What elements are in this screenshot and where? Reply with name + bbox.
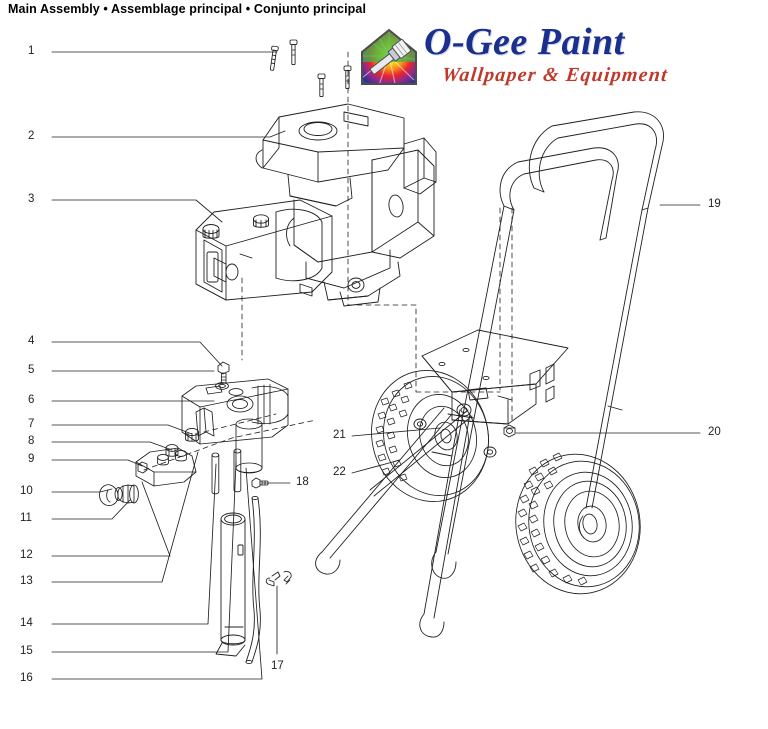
part-15-suction-tube [215, 512, 246, 657]
parts-12-14-pins [211, 448, 242, 495]
parts-4-9-manifold [135, 361, 289, 487]
part-18-bolt [251, 477, 269, 489]
callout-12[interactable]: 12 [20, 549, 33, 561]
callout-15[interactable]: 15 [20, 645, 33, 657]
part-20-lock-nut [503, 424, 516, 438]
callout-18[interactable]: 18 [296, 476, 309, 488]
leader-lines-right [261, 204, 701, 655]
callout-11[interactable]: 11 [20, 512, 32, 524]
callout-8[interactable]: 8 [28, 435, 35, 447]
company-logo: O-Gee Paint Wallpaper & Equipment [358, 22, 678, 100]
callout-9[interactable]: 9 [28, 453, 35, 465]
part-2-engine [255, 103, 437, 307]
logo-company-name: O-Gee Paint [424, 21, 625, 63]
callout-6[interactable]: 6 [28, 394, 35, 406]
callout-7[interactable]: 7 [28, 418, 35, 430]
leader-lines-left [51, 51, 286, 680]
callout-20[interactable]: 20 [708, 426, 721, 438]
front-wheel [515, 452, 641, 595]
callout-19[interactable]: 19 [708, 198, 721, 210]
part-1-bolts [269, 39, 352, 98]
callout-5[interactable]: 5 [28, 364, 35, 376]
callout-22[interactable]: 22 [333, 466, 346, 478]
callout-17[interactable]: 17 [271, 660, 284, 672]
part-17-clips [265, 570, 292, 587]
part-19-handle-frame [431, 111, 664, 579]
assembly-dash-lines [143, 51, 513, 471]
parts-10-11 [99, 484, 139, 506]
callout-3[interactable]: 3 [28, 193, 35, 205]
parts-21-22-rear-wheel [371, 370, 489, 502]
callout-13[interactable]: 13 [20, 575, 33, 587]
callout-16[interactable]: 16 [20, 672, 33, 684]
callout-21[interactable]: 21 [333, 429, 346, 441]
callout-1[interactable]: 1 [28, 45, 35, 57]
page-title: Main Assembly • Assemblage principal • C… [8, 2, 367, 16]
house-with-paintbrush-icon [358, 26, 420, 88]
part-3-pump [195, 199, 333, 301]
callout-4[interactable]: 4 [28, 335, 35, 347]
part-16-siphon-hose [245, 495, 261, 665]
callout-14[interactable]: 14 [20, 617, 33, 629]
callout-10[interactable]: 10 [20, 485, 33, 497]
cart-platform [315, 329, 569, 638]
callout-2[interactable]: 2 [28, 130, 35, 142]
